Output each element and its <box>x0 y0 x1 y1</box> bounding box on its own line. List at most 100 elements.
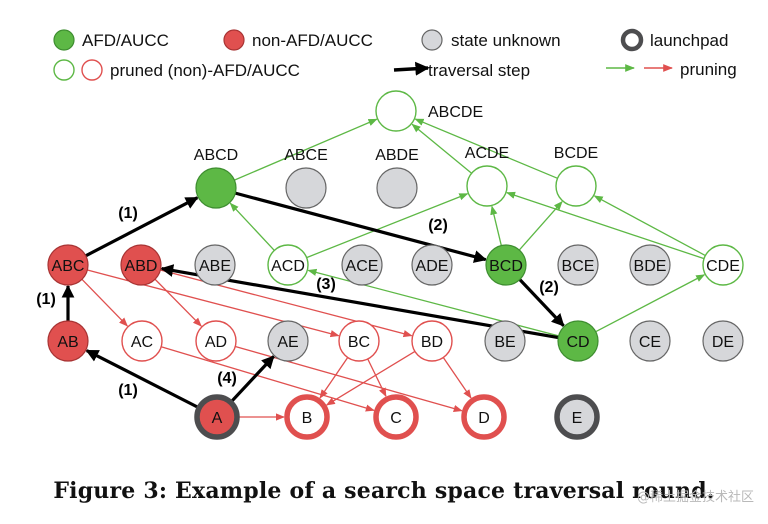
node-ABE-circle <box>194 244 236 286</box>
node-ABCDE-circle <box>375 90 417 132</box>
node-E-circle <box>554 394 600 440</box>
node-D-label: D <box>478 410 490 427</box>
step-label-ABC-ABCD: (1) <box>118 205 138 222</box>
node-ABCE-circle <box>285 167 327 209</box>
node-C-label: C <box>390 410 402 427</box>
node-ABDE-circle <box>376 167 418 209</box>
node-BC-label: BC <box>348 334 370 351</box>
step-label-BCD-CD: (2) <box>539 279 559 296</box>
node-ACD: ACD <box>267 244 309 286</box>
node-ABC: ABC <box>47 244 89 286</box>
pruning-edge-CD-CDE <box>595 274 706 333</box>
node-ABCDE-label: ABCDE <box>428 104 483 121</box>
node-BDE-circle <box>629 244 671 286</box>
node-ACDE-label: ACDE <box>465 145 509 162</box>
node-BD: BD <box>411 320 453 362</box>
step-label-A-AB: (1) <box>118 382 138 399</box>
node-BD-circle <box>411 320 453 362</box>
legend-afd-swatch <box>53 29 75 51</box>
pruning-edge-BCD-ACDE <box>490 205 502 246</box>
node-DE-circle <box>702 320 744 362</box>
legend-pruned-label: pruned (non)-AFD/AUCC <box>110 61 300 80</box>
node-BCDE-circle <box>555 165 597 207</box>
node-A-circle <box>194 394 240 440</box>
node-AB: AB <box>47 320 89 362</box>
pruning-edge-ABC-AC <box>81 278 128 327</box>
pruning-edge-BCDE-ABCDE <box>414 118 558 179</box>
node-CE: CE <box>629 320 671 362</box>
node-D: D <box>461 394 507 440</box>
legend-unknown-label: state unknown <box>451 31 561 50</box>
node-BE-label: BE <box>494 334 515 351</box>
node-ACDE: ACDE <box>465 145 509 207</box>
node-CD-circle <box>557 320 599 362</box>
node-ACE-circle <box>341 244 383 286</box>
traversal-edge-A-AB <box>85 349 199 409</box>
node-ACE-label: ACE <box>346 258 379 275</box>
node-ABD: ABD <box>120 244 162 286</box>
watermark: @稀土掘金技术社区 <box>636 490 754 505</box>
node-AB-circle <box>47 320 89 362</box>
node-AC-label: AC <box>131 334 153 351</box>
legend-pruning-label: pruning <box>680 60 737 79</box>
pruning-edge-BC-B <box>319 357 349 399</box>
node-BCD-label: BCD <box>489 258 523 275</box>
node-AD-circle <box>195 320 237 362</box>
node-BDE: BDE <box>629 244 671 286</box>
pruning-edge-BCD-BCDE <box>518 201 563 251</box>
node-CD-label: CD <box>566 334 589 351</box>
node-ADE: ADE <box>411 244 453 286</box>
node-BCDE: BCDE <box>554 145 598 207</box>
node-DE: DE <box>702 320 744 362</box>
node-CDE-circle <box>702 244 744 286</box>
step-label-AB-ABC: (1) <box>36 291 56 308</box>
node-CD: CD <box>557 320 599 362</box>
node-ADE-label: ADE <box>416 258 449 275</box>
node-B-label: B <box>302 410 313 427</box>
node-BCD-circle <box>485 244 527 286</box>
pruning-edge-AC-C <box>160 346 375 412</box>
node-ACE: ACE <box>341 244 383 286</box>
pruning-edge-BD-B <box>325 350 416 406</box>
node-CE-label: CE <box>639 334 661 351</box>
node-ABD-label: ABD <box>125 258 158 275</box>
node-AC-circle <box>121 320 163 362</box>
traversal-step-labels: (1)(1)(1)(2)(2)(3)(4) <box>36 205 559 399</box>
step-label-CD-ABD: (3) <box>316 276 336 293</box>
node-DE-label: DE <box>712 334 734 351</box>
node-E: E <box>554 394 600 440</box>
step-label-ABCD-BCD: (2) <box>428 217 448 234</box>
node-AC: AC <box>121 320 163 362</box>
legend-traversal-label: traversal step <box>428 61 530 80</box>
legend-pruned-green-swatch <box>53 59 75 81</box>
node-BC: BC <box>338 320 380 362</box>
legend-launchpad-swatch <box>620 28 644 52</box>
node-A: A <box>194 394 240 440</box>
traversal-edges <box>61 191 565 409</box>
node-BE: BE <box>484 320 526 362</box>
node-ACD-circle <box>267 244 309 286</box>
node-AD-label: AD <box>205 334 227 351</box>
node-CDE-label: CDE <box>706 258 740 275</box>
figure-caption: Figure 3: Example of a search space trav… <box>53 478 715 504</box>
node-ABC-label: ABC <box>52 258 85 275</box>
legend: AFD/AUCC non-AFD/AUCC state unknown laun… <box>53 28 737 81</box>
pruning-edge-BD-D <box>442 357 472 399</box>
traversal-edge-ABC-ABCD <box>85 196 199 258</box>
node-ABCE-label: ABCE <box>284 147 328 164</box>
node-ABD-circle <box>120 244 162 286</box>
legend-afd-label: AFD/AUCC <box>82 31 169 50</box>
node-B: B <box>284 394 330 440</box>
node-ACDE-circle <box>466 165 508 207</box>
node-ADE-circle <box>411 244 453 286</box>
pruning-edge-ABD-AD <box>154 278 202 327</box>
node-AE-circle <box>267 320 309 362</box>
pruning-edge-CDE-ACDE <box>506 191 705 260</box>
pruning-edge-ABCD-ABCDE <box>234 118 378 181</box>
node-ACD-label: ACD <box>271 258 305 275</box>
node-ABC-circle <box>47 244 89 286</box>
node-CE-circle <box>629 320 671 362</box>
node-BCD: BCD <box>485 244 527 286</box>
node-AE: AE <box>267 320 309 362</box>
